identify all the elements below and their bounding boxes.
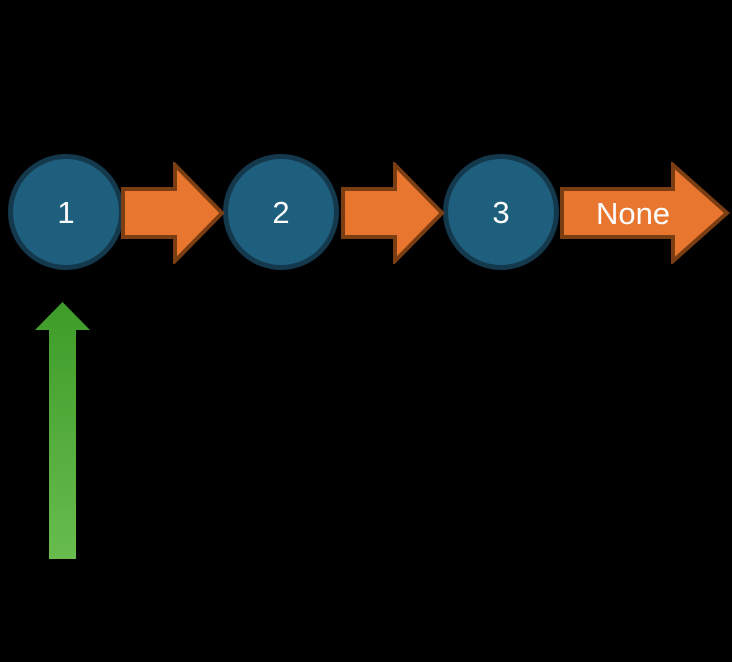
arrow-shape [560,162,730,264]
null-pointer-arrow-icon [560,162,730,264]
node-value: 2 [272,194,290,230]
head-pointer-arrow-icon [35,302,90,559]
list-node-1: 1 [8,154,124,270]
list-node-2: 2 [223,154,339,270]
node-circle-icon [223,154,339,270]
node-value: 1 [57,194,75,230]
list-node-3: 3 [443,154,559,270]
arrow-shape [35,302,90,559]
node-circle-shape [223,154,339,270]
arrow-shape [121,162,225,264]
node-circle-icon [443,154,559,270]
node-value: 3 [492,194,510,230]
next-pointer-arrow-icon [341,162,445,264]
node-circle-shape [443,154,559,270]
arrow-shape [341,162,445,264]
null-label: None [595,195,671,231]
next-pointer-arrow-icon [121,162,225,264]
